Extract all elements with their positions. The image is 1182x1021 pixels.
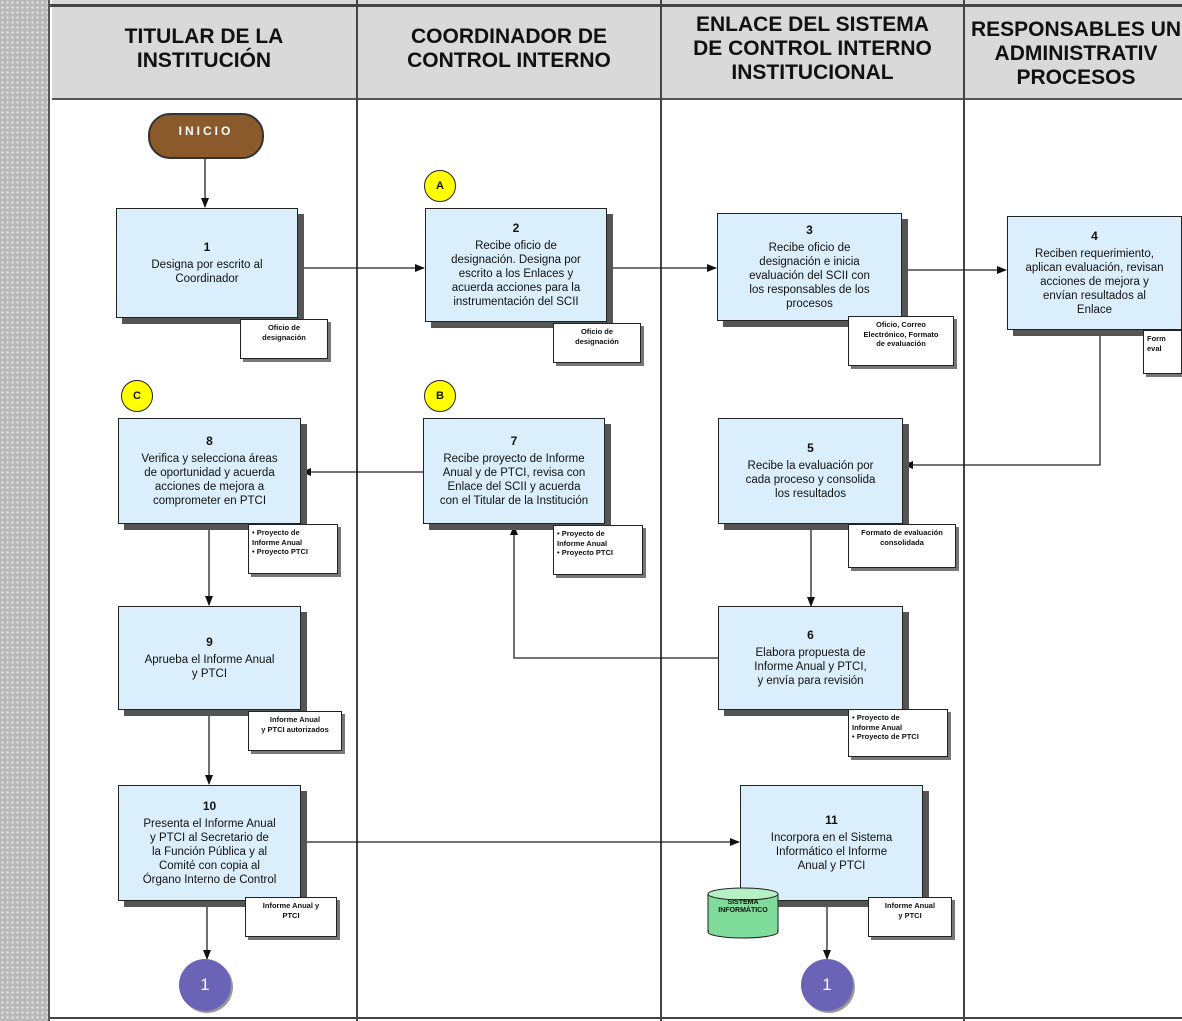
document-oficio-designacion: Oficio de designación [553, 323, 641, 363]
step-number: 4 [1091, 229, 1098, 243]
document-oficio-designacion: Oficio de designación [240, 319, 328, 359]
step-number: 10 [202, 799, 217, 813]
step-text: Recibe proyecto de Informe Anual y de PT… [439, 453, 589, 507]
process-step-4: 4 Reciben requerimiento, aplican evaluac… [1007, 216, 1182, 330]
step-number: 2 [512, 221, 520, 235]
step-number: 11 [825, 813, 838, 827]
document-informe-anual-ptci: Informe Anual y PTCI [868, 897, 952, 937]
step-number: 3 [806, 223, 813, 237]
step-number: 9 [206, 635, 213, 649]
step-text: Elabora propuesta de Informe Anual y PTC… [754, 647, 867, 687]
top-border [50, 4, 1182, 7]
step-number: 1 [203, 240, 211, 254]
marker-c: C [121, 380, 153, 412]
step-text: Incorpora en el Sistema Informático el I… [770, 832, 893, 872]
start-terminator: INICIO [148, 113, 264, 159]
step-number: 8 [206, 434, 213, 448]
step-text: Aprueba el Informe Anual y PTCI [144, 654, 275, 680]
database-icon [707, 887, 779, 939]
database-label: SISTEMA INFORMÁTICO [718, 899, 768, 914]
step-text: Verifica y selecciona áreas de oportunid… [141, 453, 278, 507]
lane-header-enlace: ENLACE DEL SISTEMA DE CONTROL INTERNO IN… [662, 0, 963, 100]
marker-a: A [424, 170, 456, 202]
step-text: Recibe oficio de designación e inicia ev… [749, 242, 870, 310]
arrow-6-7 [510, 525, 718, 659]
lane-header-titular: TITULAR DE LA INSTITUCIÓN [52, 0, 356, 100]
step-text: Designa por escrito al Coordinador [151, 259, 263, 285]
process-step-10: 10 Presenta el Informe Anual y PTCI al S… [118, 785, 301, 901]
document-formato-consolidado: Formato de evaluación consolidada [848, 524, 956, 568]
document-informe-autorizado: Informe Anual y PTCI autorizados [248, 711, 342, 751]
lane-header-responsables: RESPONSABLES UN ADMINISTRATIV PROCESOS [965, 0, 1182, 100]
offpage-connector-1: 1 [179, 959, 231, 1011]
step-text: Presenta el Informe Anual y PTCI al Secr… [142, 818, 277, 886]
document-proyecto-informe-ptci: • Proyecto de Informe Anual • Proyecto d… [848, 709, 948, 757]
process-step-6: 6 Elabora propuesta de Informe Anual y P… [718, 606, 903, 710]
lane-divider-2 [660, 0, 662, 1021]
process-step-2: 2 Recibe oficio de designación. Designa … [425, 208, 607, 322]
arrow-4-5 [903, 331, 1101, 469]
lane-header-coordinador: COORDINADOR DE CONTROL INTERNO [358, 0, 660, 100]
bottom-border [50, 1017, 1182, 1019]
step-number: 6 [807, 628, 814, 642]
document-proyecto-informe-ptci: • Proyecto de Informe Anual • Proyecto P… [553, 525, 643, 575]
process-step-9: 9 Aprueba el Informe Anual y PTCI [118, 606, 301, 710]
lane-divider-3 [963, 0, 965, 1021]
offpage-connector-1: 1 [801, 959, 853, 1011]
document-formato-evaluacion-cut: Form eval [1143, 330, 1182, 374]
marker-b: B [424, 380, 456, 412]
process-step-11: 11 Incorpora en el Sistema Informático e… [740, 785, 923, 901]
step-number: 5 [807, 441, 814, 455]
database-sistema-informatico: SISTEMA INFORMÁTICO [707, 887, 779, 939]
document-proyecto-informe-ptci: • Proyecto de Informe Anual • Proyecto P… [248, 524, 338, 574]
process-step-7: 7 Recibe proyecto de Informe Anual y de … [423, 418, 605, 524]
document-informe-anual-ptci: Informe Anual y PTCI [245, 897, 337, 937]
process-step-1: 1 Designa por escrito al Coordinador [116, 208, 298, 318]
left-margin-pattern [0, 0, 50, 1021]
step-number: 7 [510, 434, 518, 448]
process-step-3: 3 Recibe oficio de designación e inicia … [717, 213, 902, 321]
process-step-5: 5 Recibe la evaluación por cada proceso … [718, 418, 903, 524]
document-formato-evaluacion: Oficio, Correo Electrónico, Formato de e… [848, 316, 954, 366]
step-text: Recibe oficio de designación. Designa po… [451, 240, 581, 308]
step-text: Recibe la evaluación por cada proceso y … [745, 460, 876, 500]
step-text: Reciben requerimiento, aplican evaluació… [1025, 248, 1164, 316]
lane-divider-1 [356, 0, 358, 1021]
process-step-8: 8 Verifica y selecciona áreas de oportun… [118, 418, 301, 524]
